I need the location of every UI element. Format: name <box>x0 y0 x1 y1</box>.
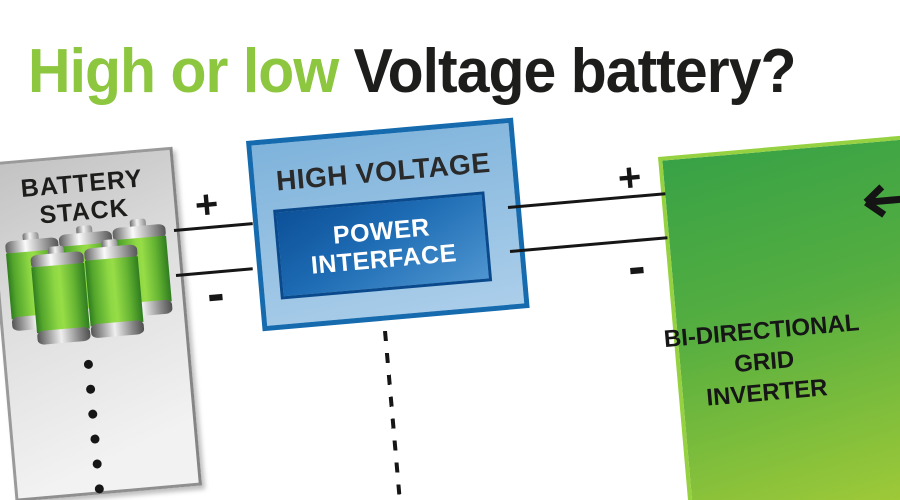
grid-inverter-label-line3: INVERTER <box>705 374 829 413</box>
battery-body <box>84 256 144 327</box>
title-rest: Voltage battery? <box>338 37 797 106</box>
battery-body <box>31 262 90 334</box>
dot <box>90 434 100 444</box>
minus-sign-battery: - <box>204 264 227 324</box>
dot <box>83 359 94 370</box>
title-highlight: High or low <box>28 37 339 106</box>
battery-icon <box>30 244 91 346</box>
power-interface-box: POWER INTERFACE <box>273 191 493 300</box>
dashed-connector-line <box>383 330 402 500</box>
arrow-left-icon <box>863 184 900 218</box>
battery-stack-panel: BATTERY STACK <box>0 146 202 500</box>
grid-inverter-label-line2: GRID <box>733 346 796 379</box>
high-voltage-panel: HIGH VOLTAGE POWER INTERFACE <box>246 117 530 332</box>
dot <box>87 409 98 420</box>
plus-sign-battery: + <box>193 182 221 228</box>
dot <box>92 459 103 469</box>
plus-sign-inverter: + <box>616 155 644 201</box>
page-title: High or low Voltage battery? <box>28 36 796 107</box>
grid-inverter-label-line1: BI-DIRECTIONAL <box>662 309 861 354</box>
dot <box>94 483 105 494</box>
grid-inverter-label: BI-DIRECTIONAL GRID INVERTER <box>639 305 890 419</box>
battery-icon <box>83 237 145 339</box>
dot <box>85 384 96 395</box>
high-voltage-label: HIGH VOLTAGE <box>274 146 492 197</box>
minus-sign-inverter: - <box>625 237 648 297</box>
